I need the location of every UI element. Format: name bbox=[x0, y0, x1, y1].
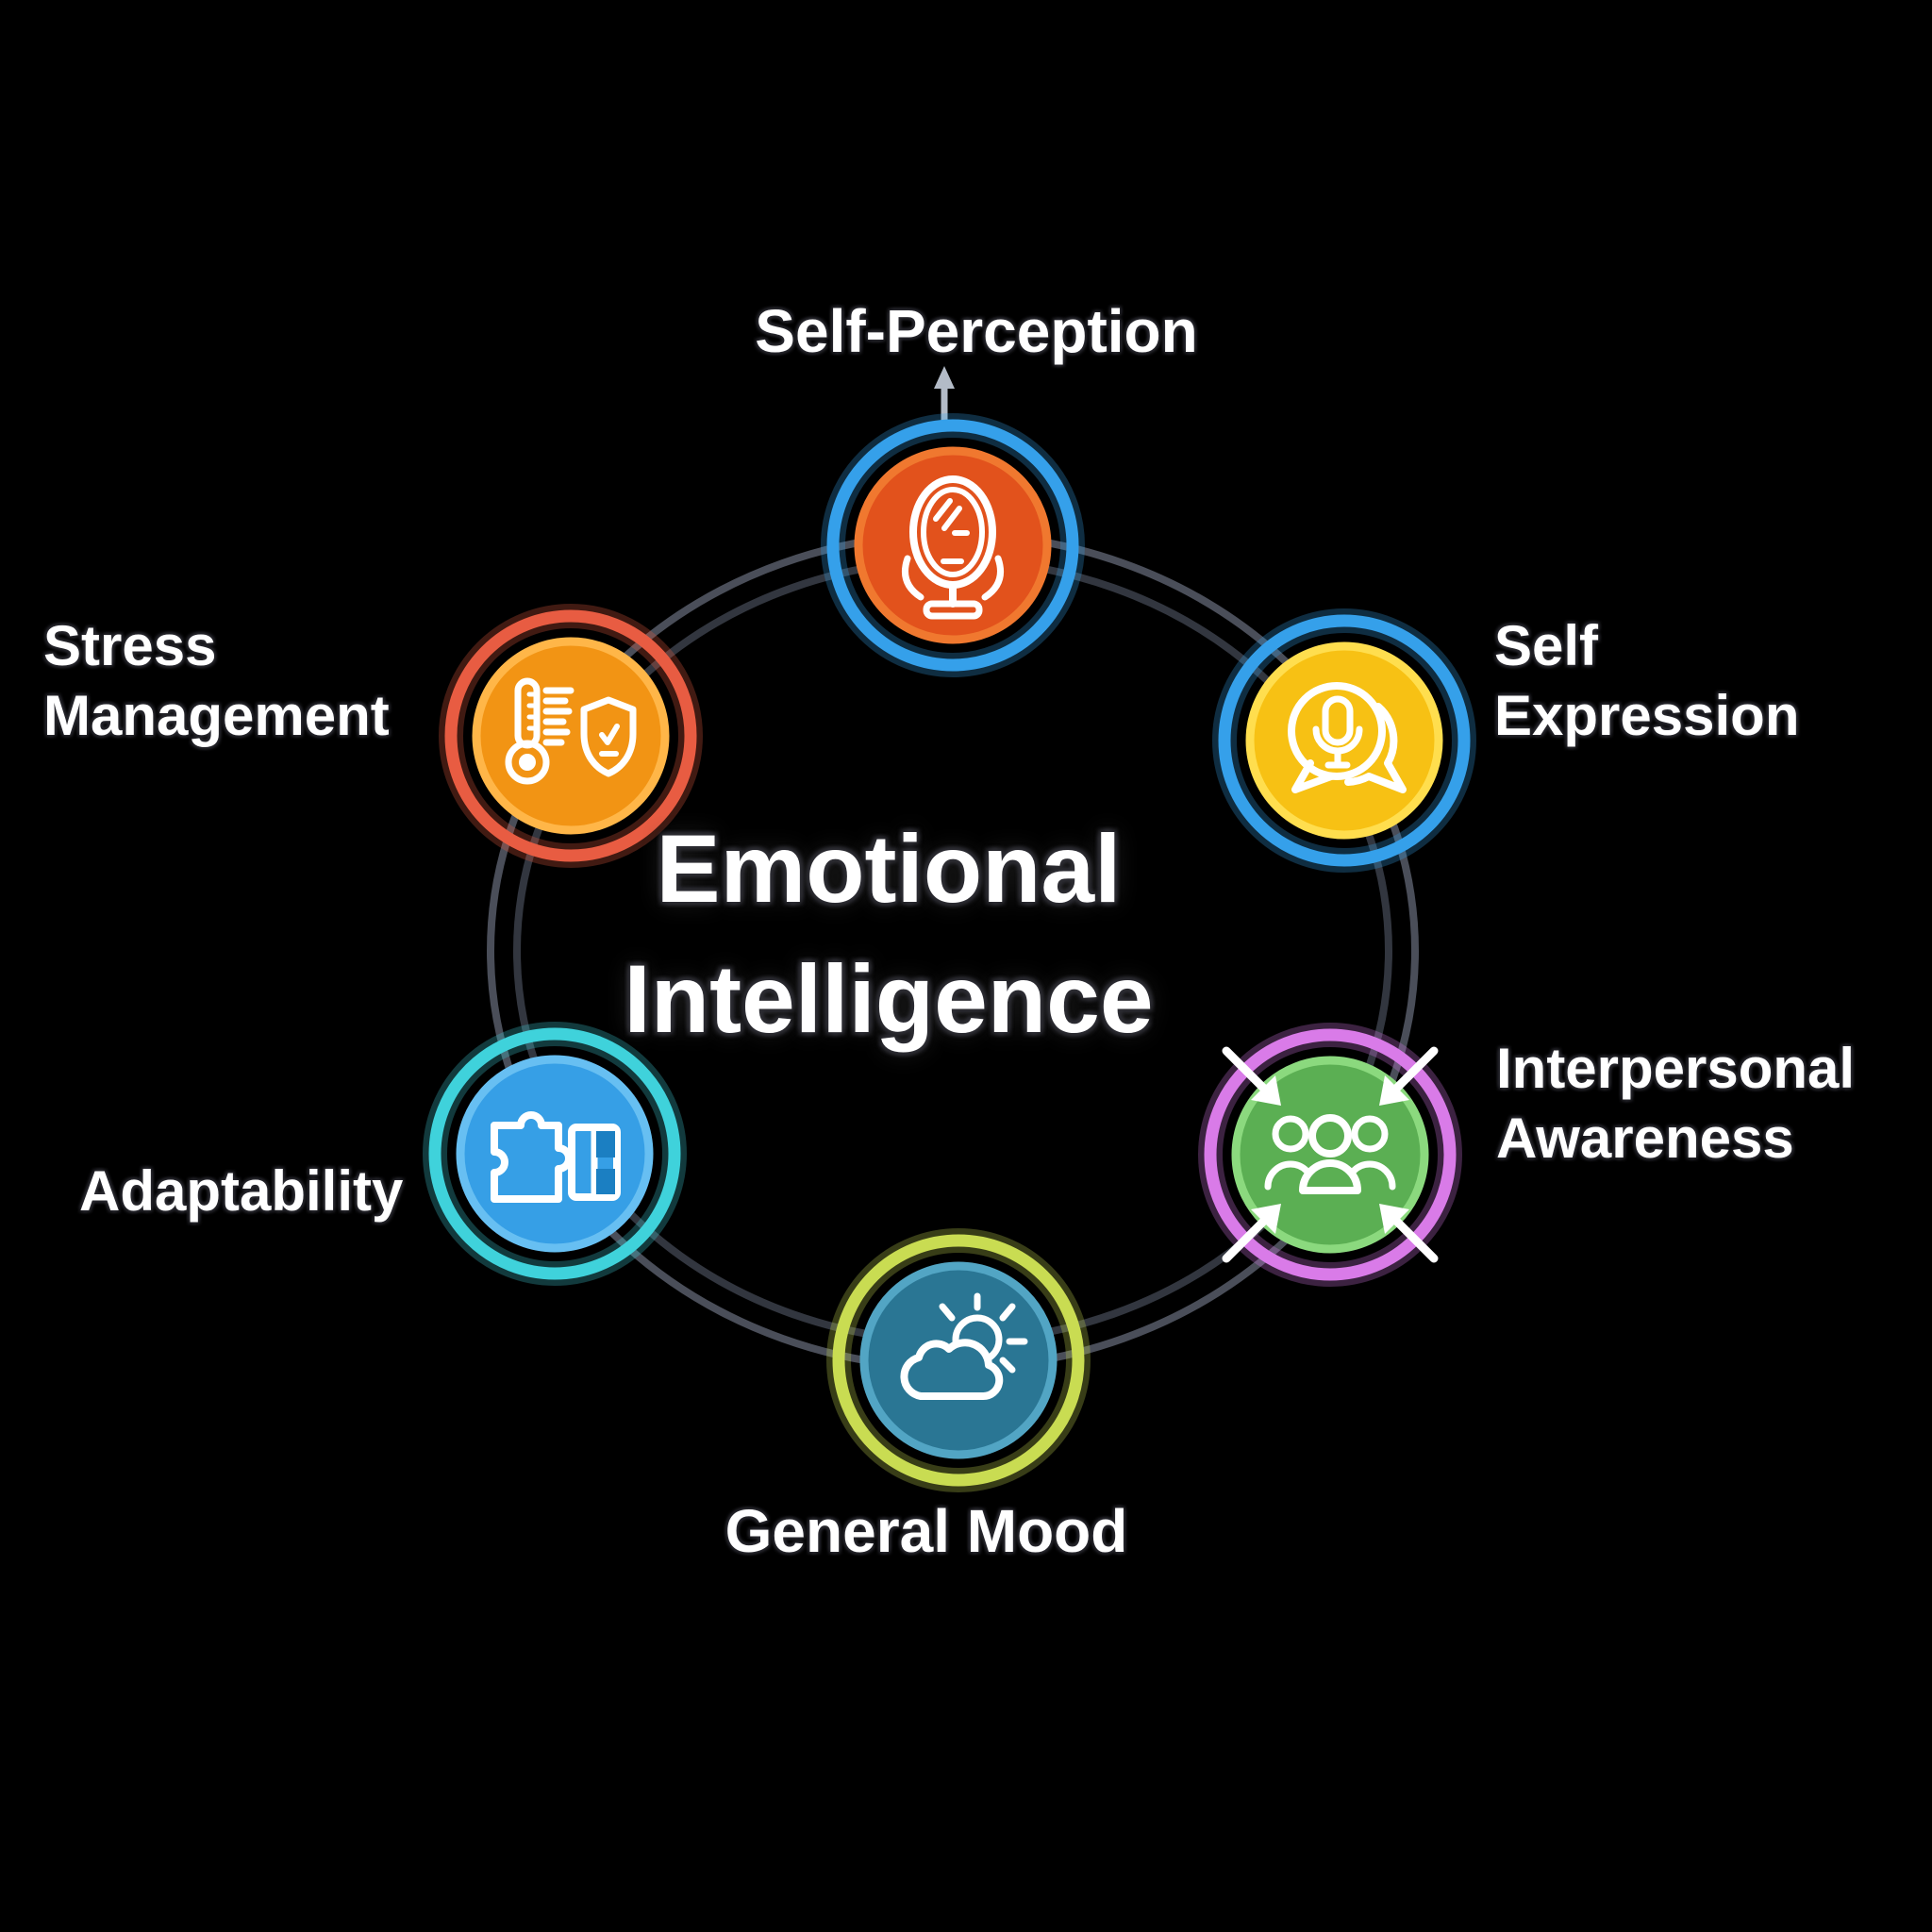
diagram-title: Emotional Intelligence bbox=[417, 804, 1360, 1064]
thermometer-shield-icon bbox=[505, 677, 637, 785]
converging-arrows-icon bbox=[1222, 1046, 1439, 1263]
node-ring bbox=[826, 419, 1079, 672]
node-disc bbox=[472, 637, 670, 835]
label-stress-management: Stress Management bbox=[43, 614, 390, 747]
label-adaptability: Adaptability bbox=[79, 1159, 404, 1223]
node-self-expression bbox=[1212, 608, 1476, 873]
node-ring bbox=[832, 1234, 1085, 1487]
up-arrow-icon bbox=[934, 366, 955, 423]
puzzle-piece-icon bbox=[491, 1111, 621, 1203]
node-ring bbox=[444, 609, 697, 862]
node-stress-management bbox=[439, 604, 703, 868]
label-self-perception: Self-Perception bbox=[755, 297, 1198, 365]
node-general-mood bbox=[826, 1228, 1091, 1492]
mirror-icon bbox=[902, 475, 1004, 620]
label-general-mood: General Mood bbox=[724, 1497, 1128, 1565]
group-people-icon bbox=[1264, 1114, 1396, 1194]
node-disc bbox=[854, 446, 1052, 644]
label-interpersonal-awareness: Interpersonal Awareness bbox=[1496, 1037, 1856, 1170]
node-ring bbox=[428, 1027, 681, 1280]
label-self-expression: Self Expression bbox=[1494, 614, 1800, 747]
title-line-1: Emotional bbox=[656, 815, 1122, 923]
node-ring bbox=[1218, 614, 1471, 867]
speech-bubbles-microphone-icon bbox=[1288, 682, 1407, 793]
cloud-sun-icon bbox=[900, 1292, 1028, 1401]
node-ring bbox=[1204, 1028, 1457, 1281]
node-interpersonal-awareness bbox=[1198, 1023, 1462, 1287]
title-line-2: Intelligence bbox=[624, 945, 1154, 1053]
node-self-perception bbox=[821, 413, 1085, 677]
node-adaptability bbox=[423, 1022, 687, 1286]
